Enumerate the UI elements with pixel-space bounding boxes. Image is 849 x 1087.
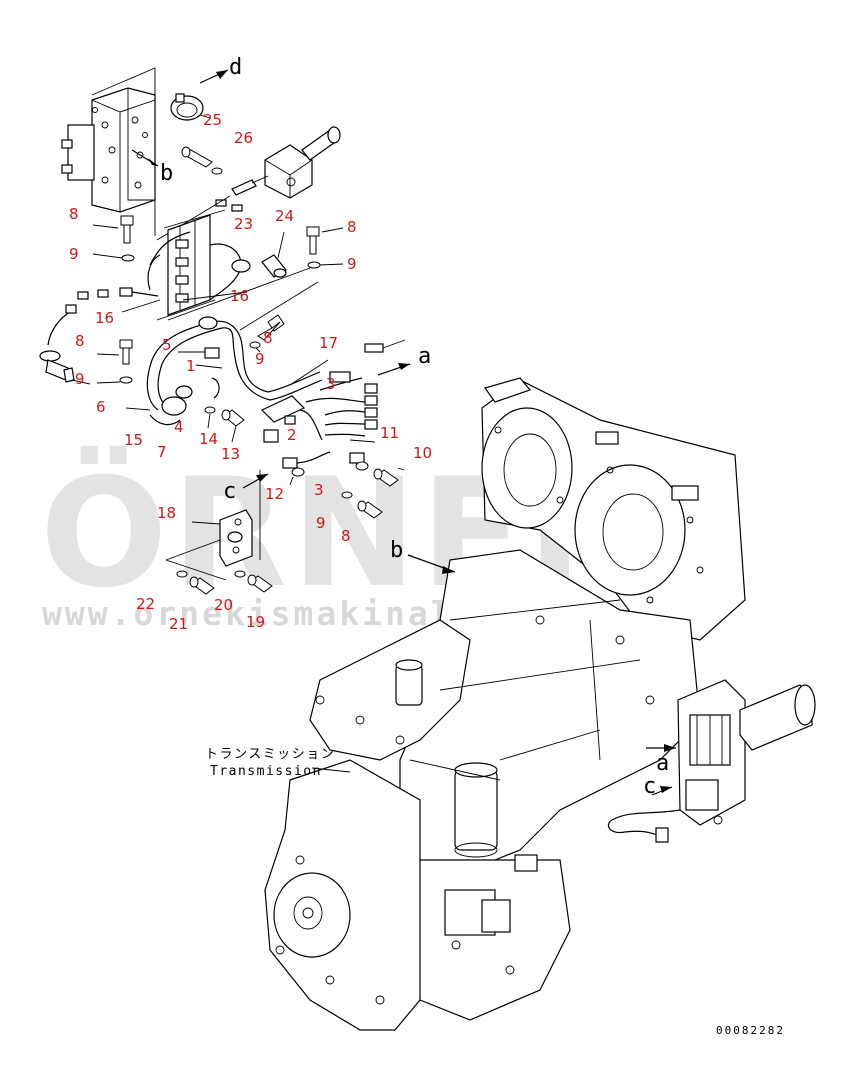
view-ref-a-valve: a — [656, 751, 669, 776]
callout-9-e: 9 — [316, 514, 326, 532]
callout-9-b: 9 — [347, 255, 357, 273]
callout-25: 25 — [203, 111, 222, 129]
callout-12: 12 — [265, 485, 284, 503]
bolt-8-midleft — [119, 339, 133, 384]
view-ref-b-transmission: b — [390, 538, 403, 563]
control-valve-block — [61, 67, 159, 236]
transmission-assembly — [264, 377, 746, 1031]
view-ref-d-top: d — [229, 55, 242, 80]
callout-15: 15 — [124, 431, 143, 449]
callout-13: 13 — [221, 445, 240, 463]
bolt-21 — [176, 570, 215, 595]
callout-1: 1 — [186, 357, 196, 375]
bolt-8-left — [120, 215, 135, 262]
view-ref-c-valve: c — [643, 774, 656, 799]
callout-24: 24 — [275, 207, 294, 225]
view-ref-a-right: a — [418, 344, 431, 369]
bolt-8-lower — [341, 491, 383, 519]
callout-16-a: 16 — [95, 309, 114, 327]
bolt-8-mid — [249, 314, 285, 349]
speed-sensor-left — [39, 350, 91, 385]
bolt-8-right — [306, 226, 321, 269]
connector-plug — [215, 175, 269, 212]
callout-7: 7 — [157, 443, 167, 461]
connector-16-left — [47, 287, 159, 346]
callout-2: 2 — [287, 426, 297, 444]
callout-23: 23 — [234, 215, 253, 233]
nut-12 — [291, 467, 305, 477]
callout-21: 21 — [169, 615, 188, 633]
callout-26: 26 — [234, 129, 253, 147]
bolt-26 — [181, 146, 223, 175]
callout-9-d: 9 — [255, 350, 265, 368]
callout-19: 19 — [246, 613, 265, 631]
connector-group-2 — [260, 339, 406, 469]
callout-3-b: 3 — [314, 481, 324, 499]
callout-8-c: 8 — [75, 332, 85, 350]
callout-9-a: 9 — [69, 245, 79, 263]
hose-assembly-1 — [146, 316, 323, 426]
solenoid-valve — [264, 126, 341, 199]
callout-6: 6 — [96, 398, 106, 416]
callout-8-d: 8 — [263, 329, 273, 347]
callout-17: 17 — [319, 334, 338, 352]
wiring-harness-23 — [147, 214, 251, 316]
connector-24 — [261, 254, 287, 278]
transmission-label-jp: トランスミッション — [205, 747, 335, 762]
callout-8-b: 8 — [347, 218, 357, 236]
callout-22: 22 — [136, 595, 155, 613]
bracket-18 — [219, 509, 253, 567]
callout-11: 11 — [380, 424, 399, 442]
callout-5: 5 — [162, 336, 172, 354]
callout-20: 20 — [214, 596, 233, 614]
transmission-control-valve — [607, 679, 816, 843]
callout-numbers: 25 26 23 24 8 8 9 9 16 16 8 8 9 5 9 1 17… — [69, 111, 432, 633]
callout-4: 4 — [174, 418, 184, 436]
view-ref-b-valve: b — [160, 161, 173, 186]
transmission-label-en: Transmission — [210, 764, 322, 779]
bolt-10 — [355, 461, 399, 487]
drawing-code: 00082282 — [716, 1024, 785, 1037]
callout-16-b: 16 — [230, 287, 249, 305]
bolt-19 — [234, 570, 273, 593]
callout-10: 10 — [413, 444, 432, 462]
callout-8-a: 8 — [69, 205, 79, 223]
callout-14: 14 — [199, 430, 218, 448]
callout-8-e: 8 — [341, 527, 351, 545]
bolt-13 — [204, 406, 245, 427]
callout-9-c: 9 — [75, 370, 85, 388]
hose-clip-25 — [170, 93, 204, 121]
callout-3-a: 3 — [326, 375, 336, 393]
callout-18: 18 — [157, 504, 176, 522]
view-ref-c-mid: c — [223, 479, 236, 504]
